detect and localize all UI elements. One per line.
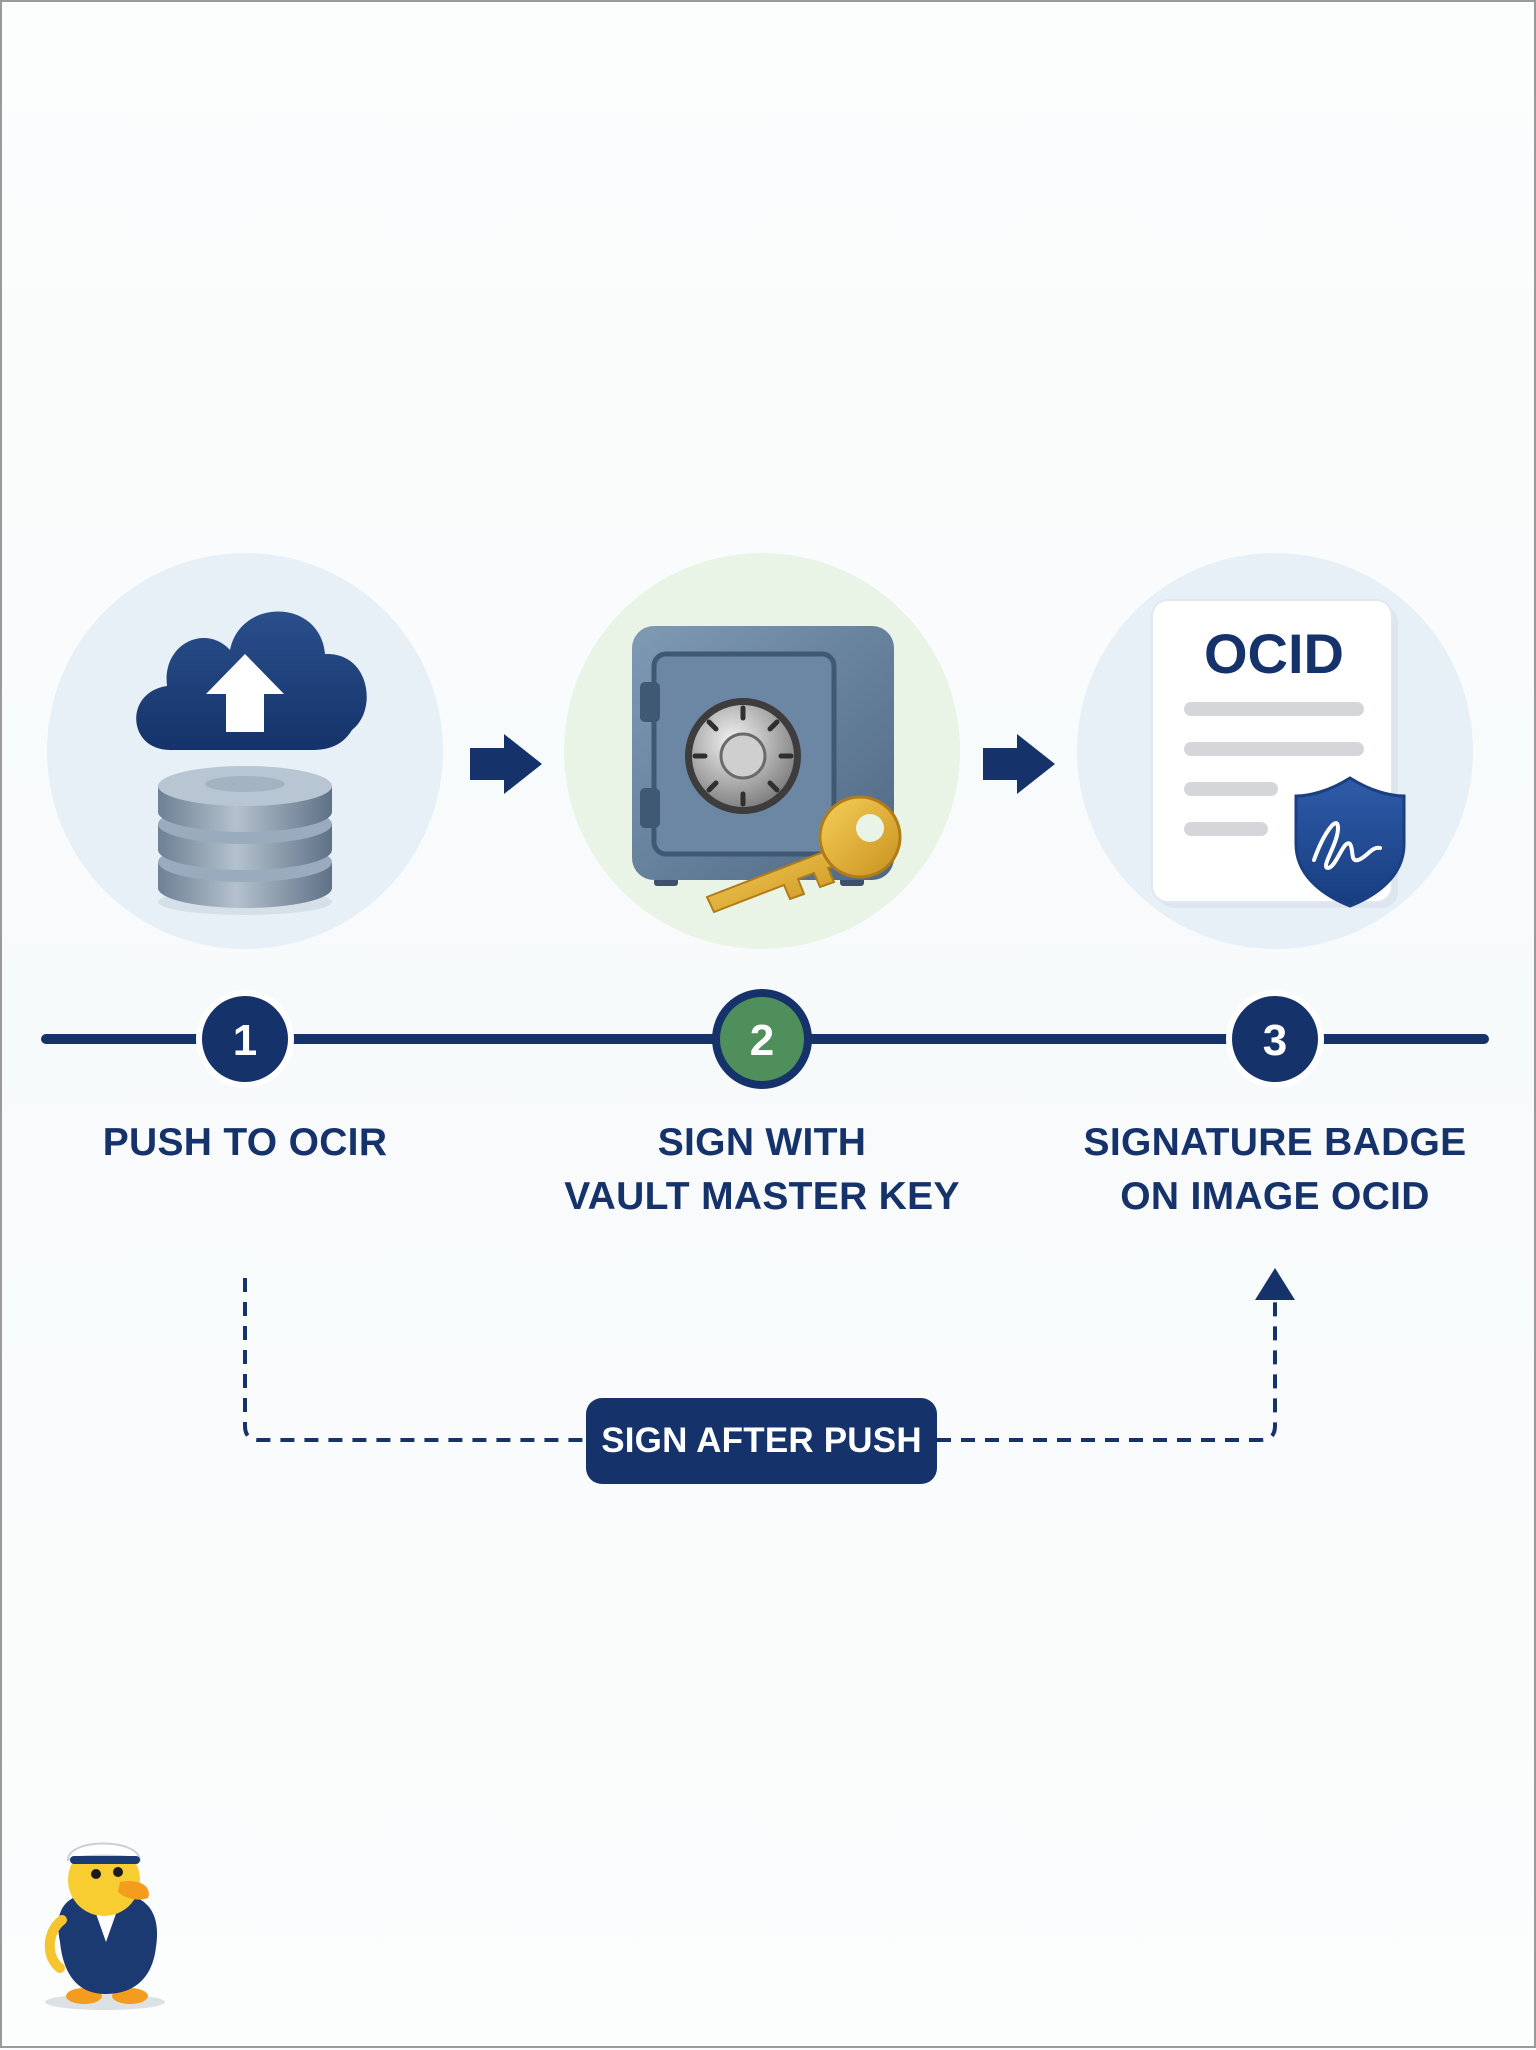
- step-3-number-badge: 3: [1226, 990, 1324, 1088]
- step-2-title: SIGN WITH VAULT MASTER KEY: [532, 1116, 992, 1224]
- flow-arrow-2: [983, 734, 1055, 794]
- step-1-title: PUSH TO OCIR: [15, 1116, 475, 1170]
- sailor-duck-icon: [44, 1842, 165, 2010]
- step-2-number: 2: [750, 1016, 774, 1065]
- step-1-number-badge: 1: [196, 990, 294, 1088]
- step-3-number: 3: [1263, 1016, 1287, 1065]
- step-3-title: SIGNATURE BADGE ON IMAGE OCID: [1045, 1116, 1505, 1224]
- step-2-title-line-2: VAULT MASTER KEY: [564, 1175, 960, 1218]
- step-2-number-badge: 2: [712, 989, 812, 1089]
- flow-arrow-1: [470, 734, 542, 794]
- sign-after-push-label: SIGN AFTER PUSH: [601, 1421, 922, 1460]
- document-heading: OCID: [1204, 622, 1344, 685]
- step-1-illustration: [47, 553, 443, 949]
- loop-connector-right: [937, 1298, 1277, 1442]
- step-1-number: 1: [233, 1016, 257, 1065]
- step-2-illustration: [564, 553, 960, 949]
- master-key-icon: [705, 795, 902, 914]
- cloud-upload-icon: [136, 611, 367, 750]
- loop-arrowhead: [1255, 1268, 1295, 1300]
- step-3-illustration: OCID: [1077, 553, 1473, 949]
- step-1-backdrop: [47, 553, 443, 949]
- step-3-title-line-1: SIGNATURE BADGE: [1083, 1121, 1467, 1164]
- step-2-title-line-1: SIGN WITH: [657, 1121, 867, 1164]
- loop-connector-left: [243, 1278, 586, 1442]
- step-3-title-line-2: ON IMAGE OCID: [1120, 1175, 1430, 1218]
- database-icon: [158, 766, 332, 915]
- step-1-title-line-1: PUSH TO OCIR: [102, 1121, 388, 1164]
- signature-shield-icon: [1294, 776, 1406, 908]
- sign-after-push-badge: SIGN AFTER PUSH: [586, 1398, 937, 1484]
